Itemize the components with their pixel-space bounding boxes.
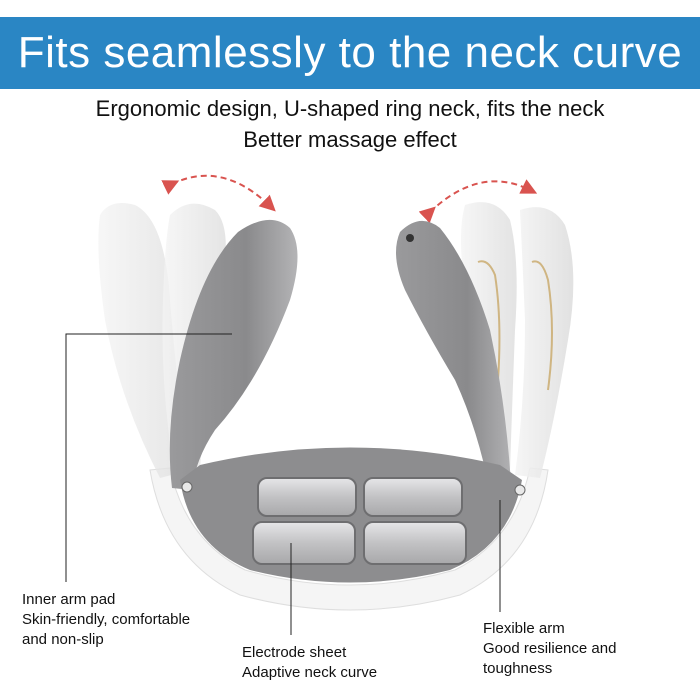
right-arm [396, 220, 515, 492]
callout-inner-arm-pad-line-3: and non-slip [22, 631, 104, 648]
motion-arrow-right [418, 179, 538, 224]
callout-electrode-sheet-line-2: Adaptive neck curve [242, 664, 378, 681]
callout-inner-arm-pad-line-1: Inner arm pad [22, 591, 116, 608]
motion-arrow-left [161, 174, 276, 212]
callout-inner-arm-pad-line-2: Skin-friendly, comfortable [22, 611, 191, 628]
callout-inner-arm-pad: Inner arm pad Skin-friendly, comfortable… [22, 590, 190, 650]
callout-electrode-sheet-line-1: Electrode sheet [242, 644, 347, 661]
sensor-dot [406, 234, 414, 242]
callout-flexible-arm: Flexible arm Good resilience and toughne… [483, 619, 616, 679]
callout-leader-lines [65, 333, 501, 635]
banner-title: Fits seamlessly to the neck curve [17, 28, 683, 77]
subtitle-line-1: Ergonomic design, U-shaped ring neck, fi… [95, 96, 605, 121]
title-banner: Fits seamlessly to the neck curve [0, 17, 700, 89]
left-arm [169, 219, 298, 490]
callout-flexible-arm-line-2: Good resilience and [483, 640, 617, 657]
callout-electrode-sheet: Electrode sheet Adaptive neck curve [242, 643, 377, 683]
subtitle-line-2: Better massage effect [243, 127, 457, 152]
right-hinge-screw [514, 484, 526, 496]
device-outer-shell [149, 467, 549, 611]
electrode-pads [252, 477, 467, 565]
callout-flexible-arm-line-3: toughness [483, 660, 553, 677]
left-hinge-screw [181, 481, 193, 493]
callout-flexible-arm-line-1: Flexible arm [483, 620, 565, 637]
